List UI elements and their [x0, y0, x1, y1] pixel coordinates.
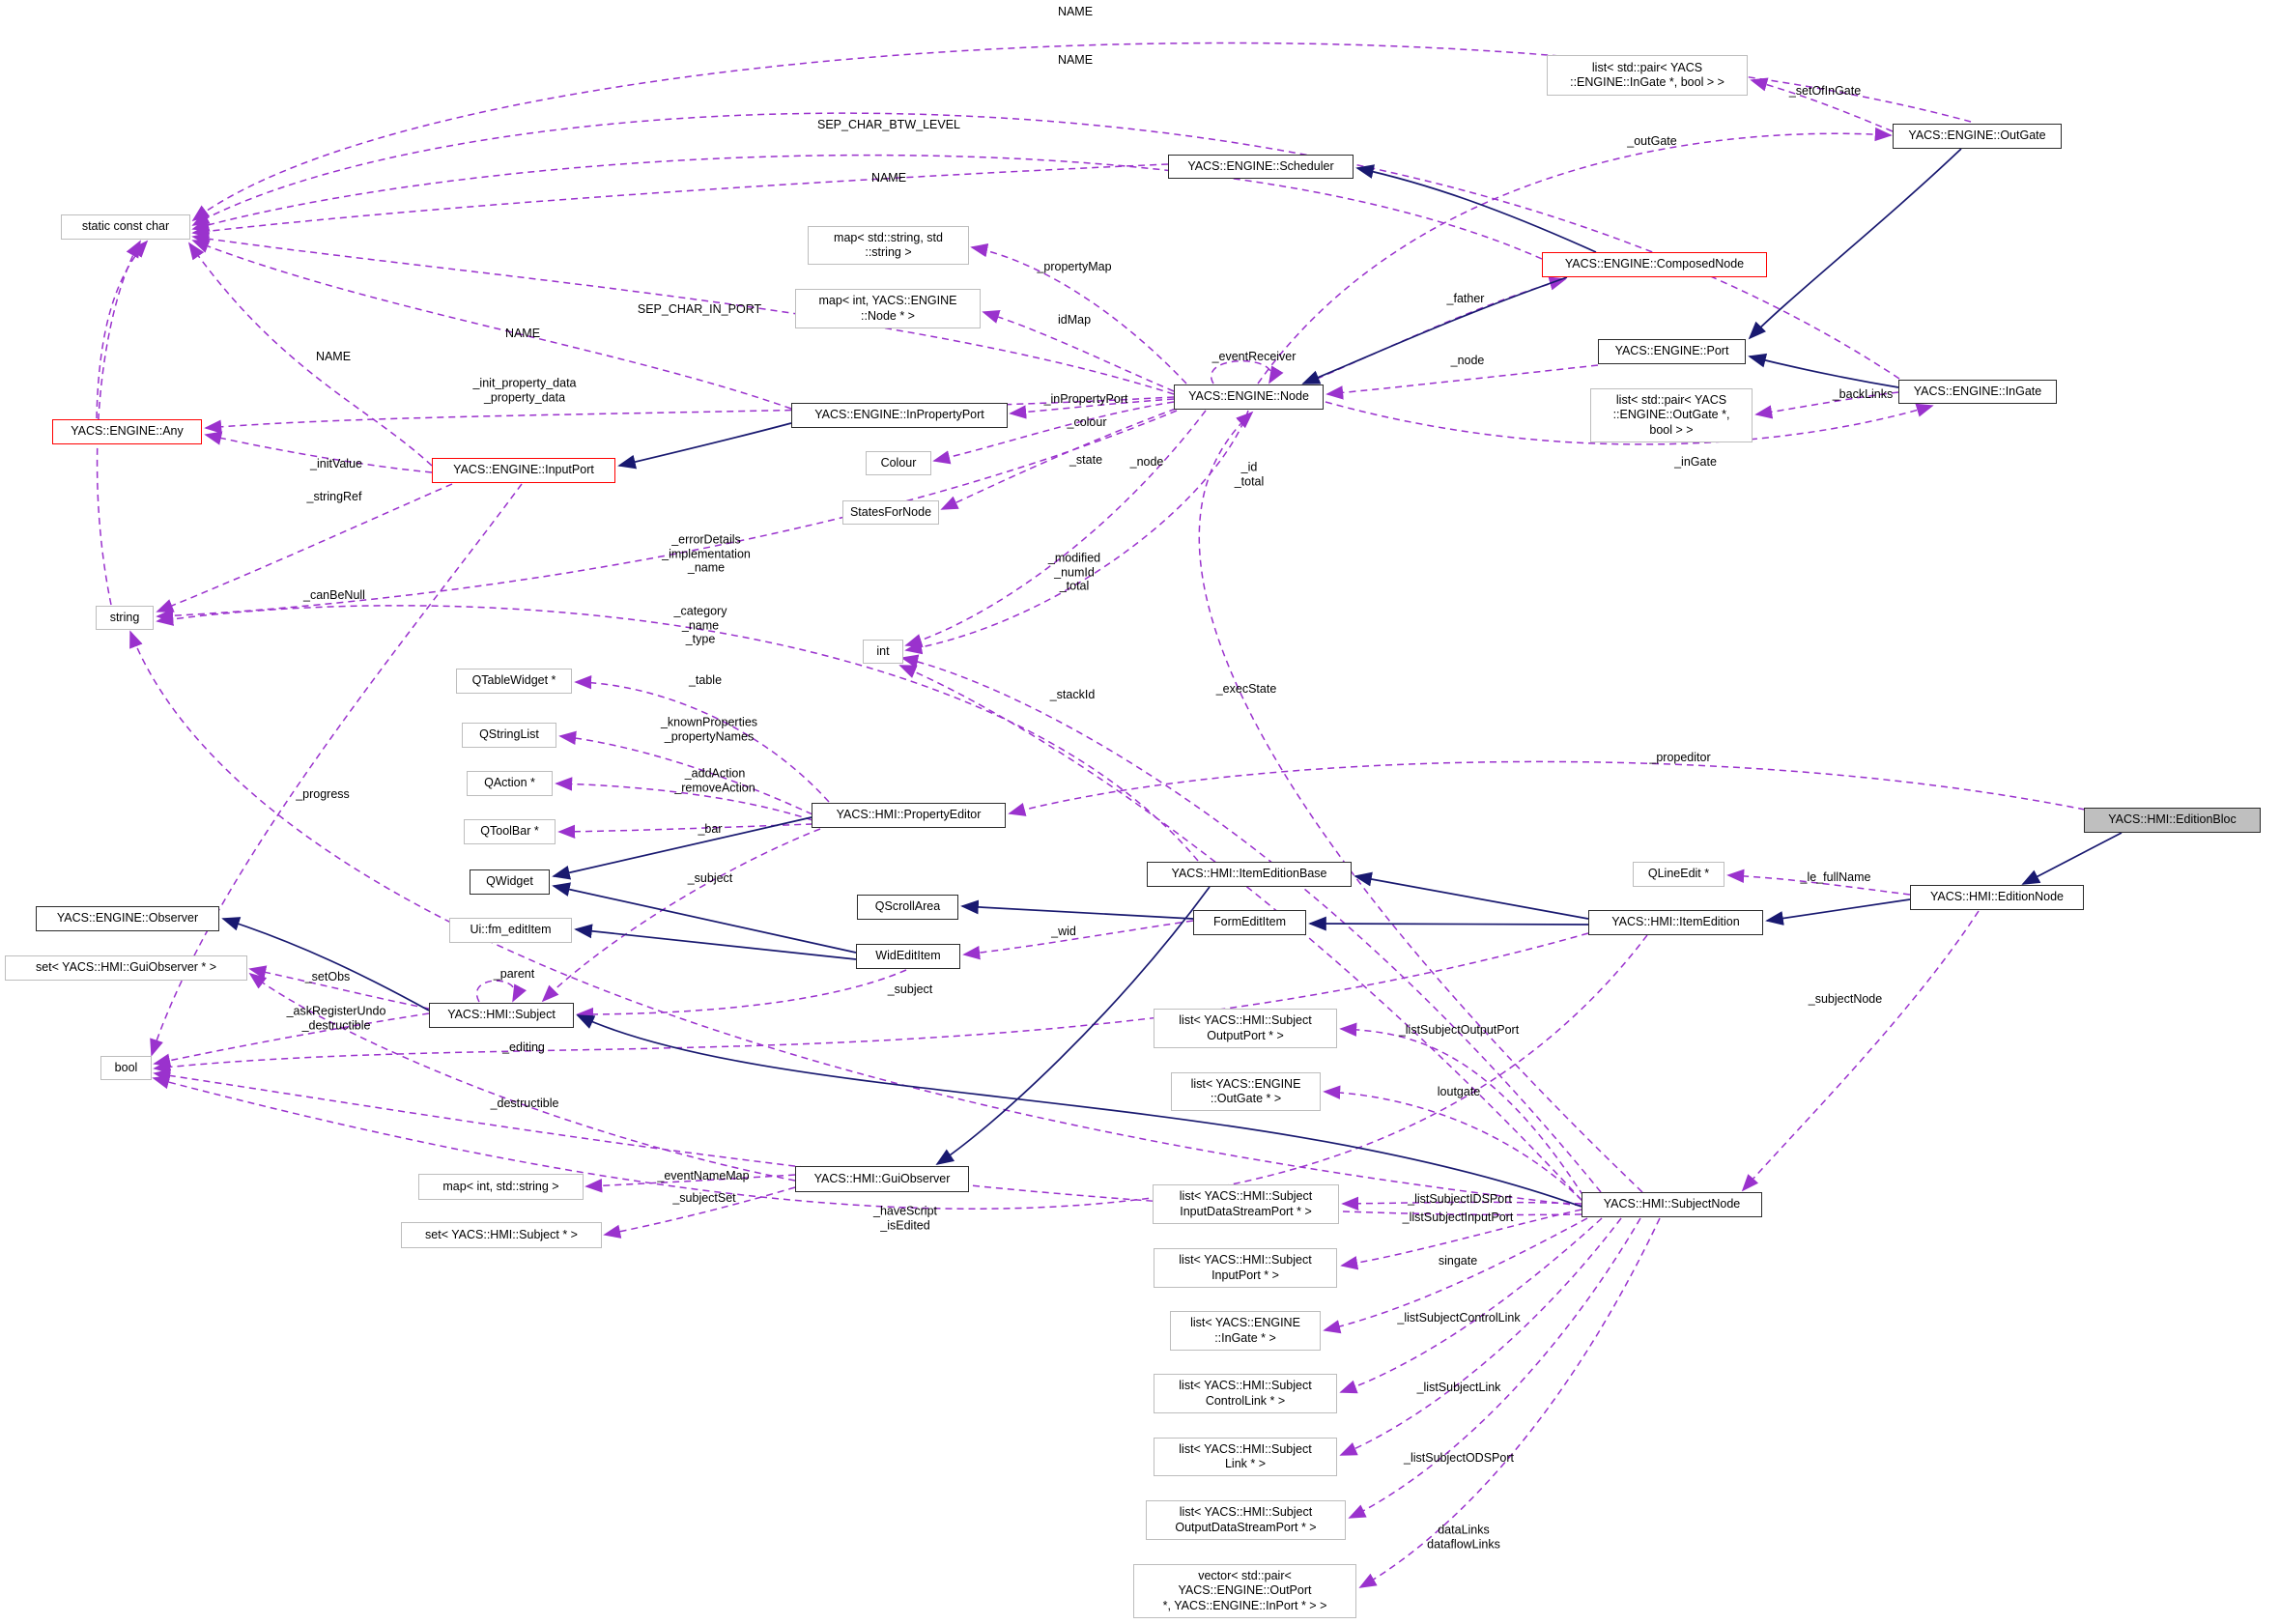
class-box-set-guiobserver: set< YACS::HMI::GuiObserver * >	[5, 955, 247, 981]
class-box-qtoolbar: QToolBar *	[464, 819, 556, 844]
class-box-list-subject-outputport: list< YACS::HMI::Subject OutputPort * >	[1154, 1009, 1337, 1048]
inheritance-edges	[221, 148, 2123, 1208]
class-box-static-const-char: static const char	[61, 214, 190, 240]
class-box-list-pair-outgate-bool: list< std::pair< YACS ::ENGINE::OutGate …	[1590, 388, 1753, 442]
class-box-list-subject-controllink: list< YACS::HMI::Subject ControlLink * >	[1154, 1374, 1337, 1413]
class-box-string: string	[96, 606, 154, 630]
class-box-list-pair-ingate-bool: list< std::pair< YACS ::ENGINE::InGate *…	[1547, 55, 1748, 96]
class-box-list-subject-idsport: list< YACS::HMI::Subject InputDataStream…	[1153, 1184, 1339, 1224]
class-box-list-subject-link: list< YACS::HMI::Subject Link * >	[1154, 1438, 1337, 1476]
class-box-guiobserver[interactable]: YACS::HMI::GuiObserver	[795, 1166, 969, 1192]
class-box-states-for-node: StatesForNode	[842, 500, 939, 525]
class-box-qaction: QAction *	[467, 771, 553, 796]
class-box-colour: Colour	[866, 451, 931, 475]
class-box-qtablewidget: QTableWidget *	[456, 669, 572, 694]
class-box-qscrollarea[interactable]: QScrollArea	[857, 895, 958, 920]
class-box-editionnode[interactable]: YACS::HMI::EditionNode	[1910, 885, 2084, 910]
class-box-subject[interactable]: YACS::HMI::Subject	[429, 1003, 574, 1028]
class-box-outgate[interactable]: YACS::ENGINE::OutGate	[1893, 124, 2062, 149]
class-box-qlineedit: QLineEdit *	[1633, 862, 1724, 887]
class-box-port[interactable]: YACS::ENGINE::Port	[1598, 339, 1746, 364]
class-box-subjectnode[interactable]: YACS::HMI::SubjectNode	[1582, 1192, 1762, 1217]
class-box-ui-fm-edititem: Ui::fm_editItem	[449, 918, 572, 943]
class-box-list-ingate-ptr: list< YACS::ENGINE ::InGate * >	[1170, 1311, 1321, 1351]
class-box-ingate[interactable]: YACS::ENGINE::InGate	[1898, 380, 2057, 404]
class-box-propertyeditor[interactable]: YACS::HMI::PropertyEditor	[812, 803, 1006, 828]
class-box-node[interactable]: YACS::ENGINE::Node	[1174, 385, 1324, 410]
class-box-observer[interactable]: YACS::ENGINE::Observer	[36, 906, 219, 931]
class-box-qstringlist: QStringList	[462, 723, 556, 748]
class-box-composednode[interactable]: YACS::ENGINE::ComposedNode	[1542, 252, 1767, 277]
class-box-qwidget[interactable]: QWidget	[470, 869, 550, 895]
class-box-bool: bool	[100, 1056, 152, 1080]
class-box-map-int-node: map< int, YACS::ENGINE ::Node * >	[795, 289, 981, 328]
class-box-set-subject: set< YACS::HMI::Subject * >	[401, 1222, 602, 1248]
class-box-formedititem[interactable]: FormEditItem	[1193, 910, 1306, 935]
class-box-inputport[interactable]: YACS::ENGINE::InputPort	[432, 458, 615, 483]
class-box-widedititem[interactable]: WidEditItem	[856, 944, 960, 969]
class-box-list-subject-inputport: list< YACS::HMI::Subject InputPort * >	[1154, 1248, 1337, 1288]
class-box-map-string-string: map< std::string, std ::string >	[808, 226, 969, 265]
class-box-map-int-stdstring: map< int, std::string >	[418, 1174, 584, 1200]
class-box-itemeditionbase[interactable]: YACS::HMI::ItemEditionBase	[1147, 862, 1352, 887]
class-box-inpropertyport[interactable]: YACS::ENGINE::InPropertyPort	[791, 403, 1008, 428]
class-box-itemedition[interactable]: YACS::HMI::ItemEdition	[1588, 910, 1763, 935]
class-box-int: int	[863, 640, 903, 664]
class-box-any[interactable]: YACS::ENGINE::Any	[52, 419, 202, 444]
class-box-list-outgate-ptr: list< YACS::ENGINE ::OutGate * >	[1171, 1072, 1321, 1111]
association-edges	[96, 42, 2086, 1588]
class-box-list-subject-odsport: list< YACS::HMI::Subject OutputDataStrea…	[1146, 1500, 1346, 1540]
class-box-vector-pair-outport-inport: vector< std::pair< YACS::ENGINE::OutPort…	[1133, 1564, 1356, 1618]
class-box-editionbloc[interactable]: YACS::HMI::EditionBloc	[2084, 808, 2261, 833]
class-box-scheduler[interactable]: YACS::ENGINE::Scheduler	[1168, 155, 1354, 179]
